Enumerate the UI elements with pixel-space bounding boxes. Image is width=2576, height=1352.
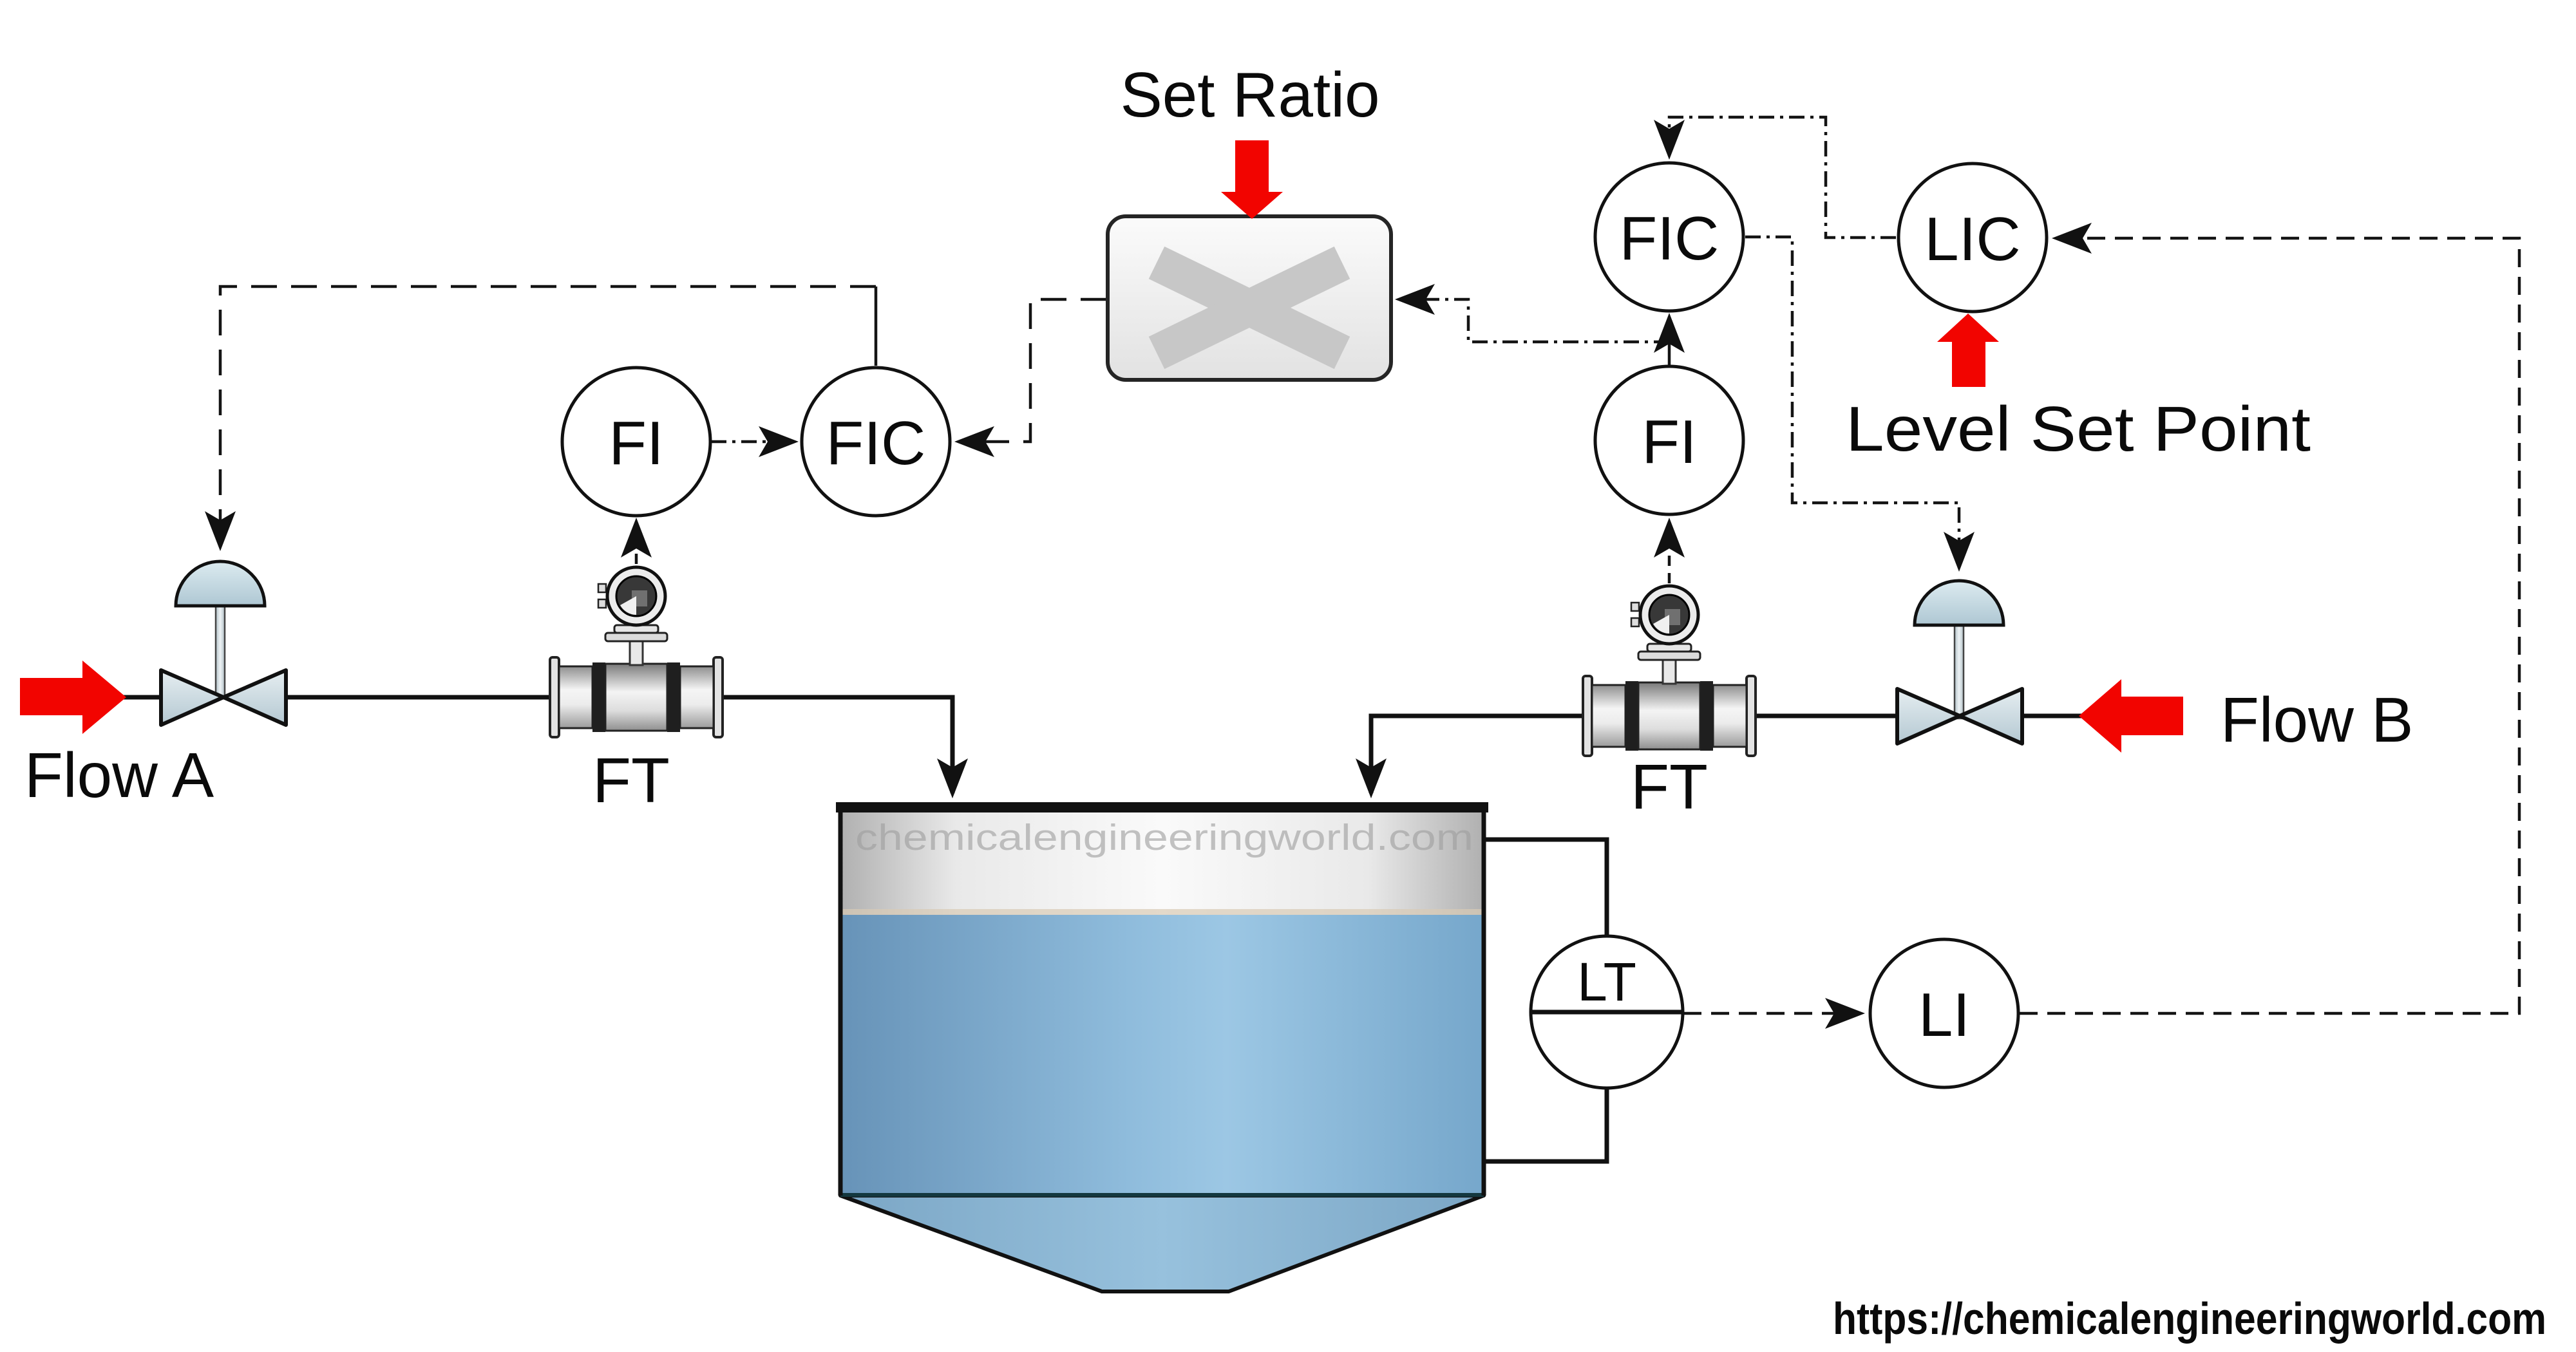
ftmeter-tab <box>597 598 607 609</box>
ratio-multiplier-block <box>1106 214 1393 382</box>
control-valve-b <box>1895 579 2024 746</box>
li-label: LI <box>1918 981 1970 1049</box>
valve-b-actuator-dome <box>1913 579 2005 627</box>
ftmeter-ring <box>592 662 605 732</box>
valve-a-stem <box>214 604 226 700</box>
ftmeter-neck <box>629 640 644 666</box>
flow-a-caption: Flow A <box>24 740 214 811</box>
control-valve-a <box>159 559 288 727</box>
fi-b-bubble <box>1593 364 1745 516</box>
set-ratio-caption: Set Ratio <box>1120 59 1379 130</box>
fic-a-label: FIC <box>826 409 926 478</box>
flow-a-arrow-icon <box>20 661 126 734</box>
valve-b-body-right <box>1958 687 2024 746</box>
level-set-point-caption: Level Set Point <box>1846 393 2311 464</box>
ftmeter-tab <box>597 583 607 594</box>
annotation-arrows <box>20 140 2183 753</box>
signal-lines <box>205 115 2521 1029</box>
ftmeter-flange <box>712 656 724 738</box>
lt-label: LT <box>1577 952 1636 1012</box>
ftmeter-tab <box>1630 617 1640 628</box>
ftmeter-flange <box>1745 675 1757 757</box>
signal-multiplier-to-fica <box>954 297 1106 457</box>
ftmeter-neck-flange <box>1637 650 1701 661</box>
pipe-flow-a <box>116 695 968 798</box>
ftmeter-neck <box>1662 659 1677 685</box>
valve-a-body-right <box>222 668 288 727</box>
tank-liquid <box>840 915 1484 1196</box>
ftmeter-flange <box>1582 675 1593 757</box>
ftmeter-cylinder <box>1712 684 1748 748</box>
ftmeter-cylinder <box>679 665 715 729</box>
source-url: https://chemicalengineeringworld.com <box>1833 1293 2546 1344</box>
ft-b-caption: FT <box>1631 751 1708 822</box>
signal-fica-to-valve-a <box>205 285 876 551</box>
fic-b-bubble <box>1593 161 1745 313</box>
flow-transmitter-b <box>1582 584 1757 757</box>
valve-b-body-left <box>1895 687 1962 746</box>
ftmeter-ring <box>667 662 680 732</box>
mixing-tank: chemicalengineeringworld.com <box>836 802 1488 1293</box>
instrument-bubbles: FI FIC FI FIC LIC LT LI <box>560 161 2049 1090</box>
fic-a-bubble <box>800 366 952 518</box>
signal-li-to-lic <box>2020 223 2521 1015</box>
ftmeter-cylinder <box>1591 684 1627 748</box>
ftmeter-display-wedge <box>620 596 636 615</box>
flow-transmitter-a <box>549 565 724 738</box>
flow-b-caption: Flow B <box>2221 684 2414 755</box>
tank-top-rim <box>836 802 1488 812</box>
ftmeter-ring <box>1625 681 1638 751</box>
flow-b-arrow-icon <box>2079 679 2183 753</box>
fi-b-label: FI <box>1642 408 1696 476</box>
pipe-lt-bottom-tap <box>1481 1089 1609 1164</box>
fic-b-label: FIC <box>1620 204 1719 273</box>
valve-b-stem <box>1953 624 1965 720</box>
ftmeter-tab <box>1630 601 1640 612</box>
ftmeter-cylinder <box>558 665 594 729</box>
ftmeter-display-wedge <box>1653 615 1669 634</box>
captions: Set Ratio Level Set Point Flow A Flow B … <box>24 59 2546 1344</box>
signal-fib-to-multiplier <box>1395 284 1669 344</box>
fi-a-bubble <box>560 366 712 518</box>
ftmeter-neck-flange <box>604 632 668 643</box>
pipe-flow-b <box>1356 713 2125 798</box>
multiply-icon <box>1148 246 1350 370</box>
tank-liquid-surface <box>840 909 1484 915</box>
valve-a-body-left <box>159 668 225 727</box>
ftmeter-flange <box>549 656 560 738</box>
ftmeter-body <box>1637 681 1701 751</box>
fi-a-label: FI <box>609 409 663 478</box>
signal-ficb-to-valve-b <box>1745 235 1975 572</box>
tank-cone-bottom <box>838 1194 1486 1293</box>
level-set-point-arrow-icon <box>1937 314 1999 387</box>
pipe-lt-top-tap <box>1481 837 1609 935</box>
ftmeter-ring <box>1700 681 1713 751</box>
process-pipes <box>116 695 2125 1164</box>
tank-vapor-space <box>840 810 1484 915</box>
set-ratio-arrow-icon <box>1221 140 1283 219</box>
ft-a-caption: FT <box>592 745 670 816</box>
signal-lic-to-ficb <box>1654 115 1896 239</box>
ftmeter-body <box>604 662 668 732</box>
tank-watermark: chemicalengineeringworld.com <box>855 817 1473 858</box>
valve-a-actuator-dome <box>174 559 267 608</box>
li-bubble <box>1868 937 2020 1089</box>
lic-bubble <box>1897 162 2049 314</box>
lic-label: LIC <box>1924 205 2020 274</box>
